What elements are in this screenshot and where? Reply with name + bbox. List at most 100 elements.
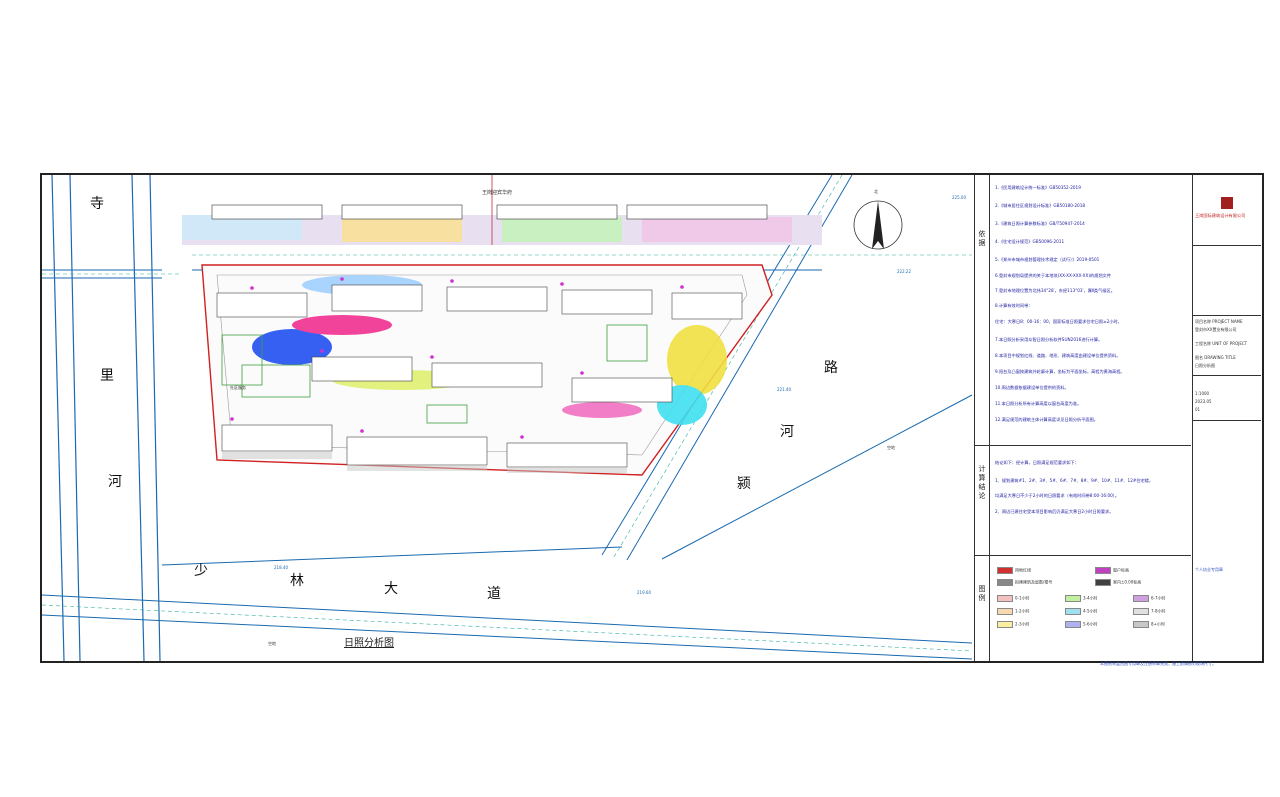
conclusion-line: 均满足大寒日不少于2小时的日照要求（有效时间带8:00-16:00）。	[995, 493, 1120, 498]
legend-item: 3-4小时	[1065, 595, 1098, 602]
drawing-title: 日照分析图	[344, 638, 394, 649]
legend-label: 拟建建筑及层数/楼号	[1015, 579, 1053, 585]
note-line: 9.阳台及凸窗按建筑外轮廓计算，坐标为平面坐标，高程为黄海高程。	[995, 369, 1125, 374]
note-line: 住宅：大寒日8：00-16：00，国家标准日照要求住宅日照≥2小时，	[995, 319, 1122, 324]
note-line: 5.《郑州市城市规划管理技术规定（试行）》2019-0501	[995, 257, 1100, 262]
road-label-dao: 道	[487, 586, 501, 602]
legend-item: 1-2小时	[997, 608, 1030, 615]
note-line: 6.登封市规划局提供的关于本地块(XX-XX-XXX-XX)的规划文件	[995, 273, 1111, 278]
legend-swatch	[1133, 608, 1149, 615]
building-shadows	[222, 451, 627, 473]
legend-label: 6-7小时	[1151, 595, 1166, 601]
scale: 1:1000	[1195, 391, 1210, 396]
legend-swatch	[1133, 621, 1149, 628]
basis-tag: 依据	[978, 230, 986, 248]
date: 2023.05	[1195, 399, 1212, 404]
note-line: 3.《建筑日照计算参数标准》GB/T50947-2014	[995, 221, 1085, 226]
note-line: 8.本项目中规划红线、道路、地形、建筑高度由建设单位提供资料。	[995, 353, 1121, 358]
top-road-label: 王岗迎宾华府	[482, 190, 513, 196]
note-line: 2.《城市居住区规划设计标准》GB50180-2018	[995, 203, 1086, 208]
note-line: 12.满足规范的建筑主体计算高度详见日照分析平面图。	[995, 417, 1098, 422]
unit-label: 工程名称 UNIT OF PROJECT	[1195, 341, 1248, 346]
river-lines	[51, 175, 161, 661]
vacant-label-2: 空地	[268, 641, 276, 646]
legend-swatch	[997, 567, 1013, 574]
road-label-li: 里	[100, 368, 114, 384]
green-plaza	[221, 324, 648, 424]
legend-item: 6-7小时	[1133, 595, 1166, 602]
legend-tag: 图例	[978, 585, 986, 603]
road-label-si: 寺	[90, 196, 104, 212]
legend-label: 4-5小时	[1083, 608, 1098, 614]
legend-item: 2-3小时	[997, 621, 1030, 628]
company-name: 王岗国际建筑设计有限公司	[1195, 213, 1246, 218]
legend-item: 窗户标高	[1095, 567, 1129, 574]
legend-swatch	[1065, 595, 1081, 602]
elevation-4: 219.60	[637, 590, 651, 595]
sheet-number: 01	[1195, 407, 1201, 412]
road-label-lin: 林	[290, 573, 304, 589]
site-plan: 寺 里 河 少 林 大 道 路 河 颍 王岗迎宾华府 空地 空地 社区服务 北 …	[42, 175, 972, 661]
legend-label: 5-6小时	[1083, 621, 1098, 627]
drawing-name-label: 图名 DRAWING TITLE	[1195, 355, 1236, 360]
notes-panel: 依据 计算结论 图例 1.《民用建筑设计统一标准》GB50352-2019 2.…	[974, 175, 1191, 661]
legend-swatch	[997, 579, 1013, 586]
elevation-3: 218.40	[274, 565, 288, 570]
legend-swatch	[997, 621, 1013, 628]
road-centerlines	[42, 175, 972, 652]
legend-item: 7-8小时	[1133, 608, 1166, 615]
legend-label: 8+小时	[1151, 621, 1165, 627]
note-line: 10.周边数据依据建设单位提供的资料。	[995, 385, 1069, 390]
legend-swatch	[1095, 567, 1111, 574]
road-label-ying: 颍	[737, 476, 751, 492]
legend-label: 7-8小时	[1151, 608, 1166, 614]
note-line: 11.本日照分析所有计算高度以窗台高度为准。	[995, 401, 1082, 406]
legend-label: 2-3小时	[1015, 621, 1030, 627]
legend-item: 0-1小时	[997, 595, 1030, 602]
north-arrow	[853, 200, 903, 250]
legend-swatch	[997, 608, 1013, 615]
site-plan-graphic	[42, 175, 972, 661]
top-buildings	[182, 204, 822, 245]
elevation-2: 222.22	[897, 269, 911, 274]
footer-note: 本图纸未盖出图专用章及注册师章无效，施工前请核对现场尺寸。	[1100, 661, 1216, 666]
conclusion-line: 2、周边已建住宅受本项目影响后仍满足大寒日2小时日照要求。	[995, 509, 1114, 514]
elevation-1: 225.00	[952, 195, 966, 200]
conclusion-tag: 计算结论	[978, 465, 986, 501]
legend-item: 拟建建筑及层数/楼号	[997, 579, 1052, 586]
drawing-name: 日照分析图	[1195, 363, 1215, 368]
legend-label: 1-2小时	[1015, 608, 1030, 614]
road-label-he: 河	[108, 474, 122, 490]
residential-buildings	[216, 284, 743, 468]
legend-label: 0-1小时	[1015, 595, 1030, 601]
note-line: 7.本日照分析采用众智日照分析软件SUN2016进行计算。	[995, 337, 1103, 342]
legend-label: 室内±0.00标高	[1113, 579, 1142, 585]
note-line: 4.《住宅设计规范》GB50096-2011	[995, 239, 1065, 244]
note-line: 1.《民用建筑设计统一标准》GB50352-2019	[995, 185, 1081, 190]
stamp-note: 个人执业专用章	[1195, 567, 1223, 572]
window-markers	[230, 277, 684, 439]
legend-label: 窗户标高	[1113, 567, 1129, 573]
conclusion-line: 结论如下：经计算，日照满足规范要求如下：	[995, 460, 1079, 465]
elevation-5: 221.40	[777, 387, 791, 392]
vacant-label-1: 空地	[887, 445, 895, 450]
company-logo-icon	[1221, 197, 1233, 209]
legend-item: 用地红线	[997, 567, 1031, 574]
legend-swatch	[1095, 579, 1111, 586]
legend-swatch	[1065, 608, 1081, 615]
legend-item: 室内±0.00标高	[1095, 579, 1141, 586]
legend-item: 4-5小时	[1065, 608, 1098, 615]
legend-swatch	[997, 595, 1013, 602]
note-line: 7.登封市地理位置为北纬34°28′，东经113°03′，属Ⅱ类气候区。	[995, 288, 1115, 293]
road-label-shao: 少	[194, 563, 208, 579]
legend-item: 5-6小时	[1065, 621, 1098, 628]
road-label-he2: 河	[780, 424, 794, 440]
drawing-sheet: 寺 里 河 少 林 大 道 路 河 颍 王岗迎宾华府 空地 空地 社区服务 北 …	[40, 173, 1264, 663]
title-block: 王岗国际建筑设计有限公司 项目名称 PROJECT NAME 登封市XX置业有限…	[1192, 175, 1261, 661]
community-label: 社区服务	[230, 385, 246, 390]
conclusion-line: 1、规划建筑#1、2#、3#、5#、6#、7#、8#、9#、10#、11#、12…	[995, 478, 1154, 483]
legend-swatch	[1133, 595, 1149, 602]
legend-label: 3-4小时	[1083, 595, 1098, 601]
road-label-da: 大	[384, 581, 398, 597]
legend-label: 用地红线	[1015, 567, 1031, 573]
